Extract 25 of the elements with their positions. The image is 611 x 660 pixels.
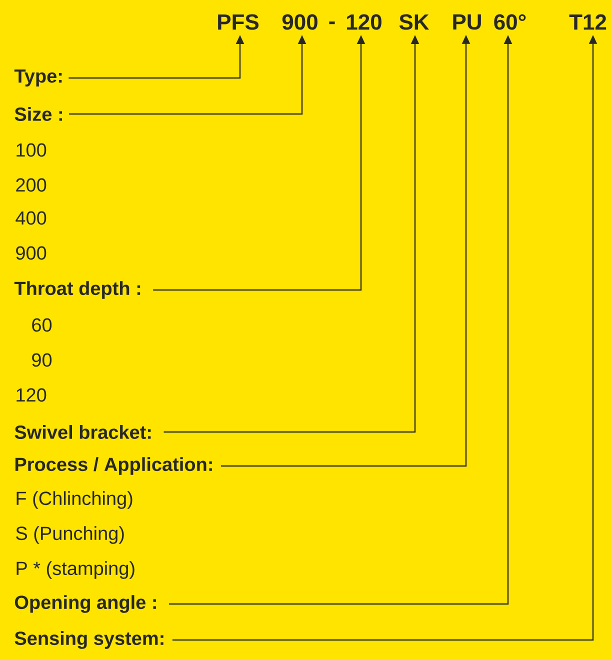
field-name: Opening angle :	[14, 595, 156, 613]
code-part: 900	[282, 14, 318, 30]
field-name: Process / Application:	[15, 457, 212, 475]
option-value: 90	[32, 353, 52, 367]
code-part: PU	[453, 14, 481, 30]
field-name: Swivel bracket:	[14, 425, 151, 439]
option-value: 100	[16, 143, 46, 157]
option-value: F (Chlinching)	[16, 491, 132, 509]
option-value: P * (stamping)	[16, 561, 134, 579]
code-part: 120	[347, 14, 382, 30]
option-value: S (Punching)	[16, 526, 124, 544]
option-value: 900	[16, 246, 46, 260]
code-part: T12	[569, 14, 606, 30]
code-part: PFS	[218, 14, 259, 30]
code-part: 60°	[494, 14, 526, 30]
separator-text: -	[329, 22, 335, 24]
option-value: 60	[32, 318, 52, 332]
field-name: Type:	[14, 70, 62, 86]
option-value: 200	[16, 178, 46, 192]
code-part: SK	[399, 14, 430, 30]
field-name: Throat depth :	[14, 281, 140, 299]
option-value: 120	[16, 388, 46, 402]
option-value: 400	[16, 211, 46, 225]
field-name: Size :	[14, 107, 62, 121]
field-name: Sensing system:	[14, 631, 164, 649]
